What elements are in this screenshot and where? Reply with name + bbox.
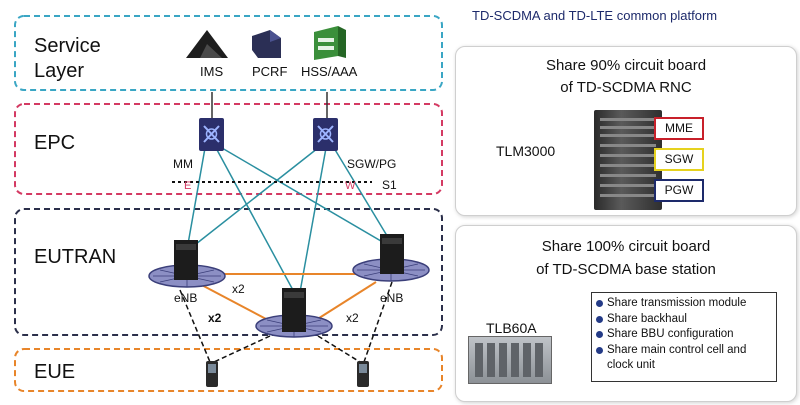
x2-label-top: x2 [232, 282, 245, 296]
s1-e-mark: E [184, 180, 191, 192]
network-diagram: Service Layer EPC EUTRAN EUE IMS PCRF HS… [14, 15, 443, 392]
ims-icon [186, 30, 228, 58]
link-mm-enb-left [187, 147, 206, 245]
epc-layer-frame [14, 103, 443, 195]
x2-label-right: x2 [346, 311, 359, 325]
service-layer-label-line2: Layer [34, 60, 84, 82]
base-station-share-panel: Share 100% circuit board of TD-SCDMA bas… [455, 225, 797, 402]
eutran-layer-label: EUTRAN [34, 246, 116, 268]
radio-link-right-1 [317, 335, 361, 363]
enb-right-label: eNB [380, 291, 403, 305]
shared-item: Share transmission module [596, 296, 772, 312]
enb-left-icon [148, 240, 226, 288]
s1-w-mark: W [345, 180, 356, 192]
shared-item: Share backhaul [596, 312, 772, 328]
bs-heading-line1: Share 100% circuit board [541, 238, 711, 255]
rnc-heading-line2: of TD-SCDMA RNC [560, 79, 692, 96]
radio-link-left-1 [179, 289, 211, 363]
mm-label: MM [173, 157, 193, 171]
epc-enb-links [187, 147, 393, 293]
rnc-heading-line1: Share 90% circuit board [545, 57, 707, 74]
radio-link-left-2 [213, 335, 271, 363]
ue-phone-right-icon [357, 361, 369, 387]
link-mm-enb-right [221, 147, 387, 245]
tlm3000-rack-icon [594, 110, 662, 210]
s1-label: S1 [382, 178, 397, 192]
ims-label: IMS [200, 64, 223, 79]
tlb60a-bbu-icon [468, 336, 552, 384]
link-sgw-enb-center [299, 147, 327, 293]
radio-link-right-2 [363, 281, 393, 363]
tlb60a-label: TLB60A [486, 320, 537, 336]
sgw-pg-label: SGW/PG [347, 157, 396, 171]
enb-center-icon [255, 288, 333, 338]
x2-label-left: x2 [208, 311, 222, 325]
x2-link-left [195, 281, 269, 321]
tlm3000-label: TLM3000 [496, 143, 556, 159]
sgw-tag: SGW [654, 148, 704, 171]
platform-title: TD-SCDMA and TD-LTE common platform [472, 8, 718, 23]
enb-right-icon [352, 234, 430, 282]
eutran-layer-frame [14, 208, 443, 336]
ue-radio-links [179, 281, 393, 363]
link-sgw-enb-right [333, 147, 393, 245]
mm-router-icon [199, 118, 224, 151]
shared-item: Share BBU configuration [596, 327, 772, 343]
ue-phone-left-icon [206, 361, 218, 387]
epc-layer-label: EPC [34, 132, 75, 154]
link-sgw-enb-left [195, 147, 319, 245]
rnc-share-panel: Share 90% circuit board of TD-SCDMA RNC … [455, 46, 797, 216]
x2-links [195, 273, 377, 321]
enb-left-label: eNB [174, 291, 197, 305]
pcrf-icon [252, 30, 281, 58]
service-layer-label-line1: Service [34, 35, 101, 57]
shared-items-list: Share transmission module Share backhaul… [591, 292, 777, 382]
pgw-tag: PGW [654, 179, 704, 202]
sgw-router-icon [313, 118, 338, 151]
eue-layer-label: EUE [34, 361, 75, 383]
hss-aaa-icon [314, 26, 346, 60]
link-mm-enb-center [215, 147, 295, 293]
bs-heading-line2: of TD-SCDMA base station [536, 261, 716, 278]
pcrf-label: PCRF [252, 64, 287, 79]
eue-layer-frame [14, 348, 443, 392]
service-layer-frame [14, 15, 443, 91]
x2-link-right [315, 281, 377, 321]
hss-aaa-label: HSS/AAA [301, 64, 358, 79]
mme-tag: MME [654, 117, 704, 140]
shared-item: Share main control cell and clock unit [596, 343, 772, 374]
